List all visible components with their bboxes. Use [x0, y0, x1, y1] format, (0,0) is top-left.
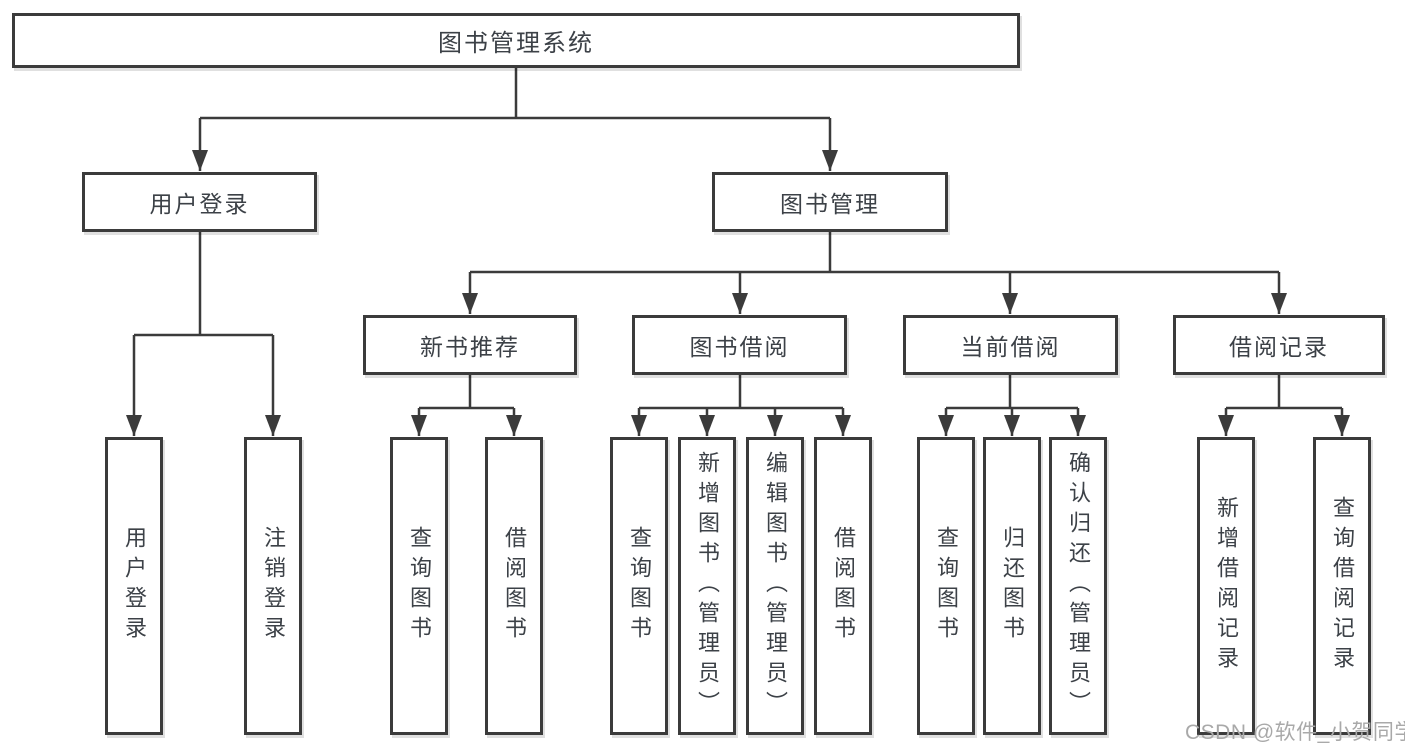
node-leaf-query-borrow-record: 查询借阅记录	[1313, 437, 1371, 735]
node-label: 查询图书	[407, 526, 432, 646]
node-label: 用户登录	[149, 191, 250, 217]
csdn-watermark: CSDN @软件_小贺同学	[1185, 721, 1405, 744]
node-label: 新增借阅记录	[1214, 496, 1239, 676]
node-label: 图书借阅	[689, 334, 790, 360]
node-label: 确认归还（管理员）	[1066, 451, 1091, 721]
node-label: 用户登录	[122, 526, 147, 646]
node-borrow-records: 借阅记录	[1173, 315, 1385, 375]
node-user-login: 用户登录	[82, 172, 317, 232]
node-label: 查询图书	[934, 526, 959, 646]
node-leaf-query-books-rec: 查询图书	[390, 437, 448, 735]
node-current-borrowing: 当前借阅	[903, 315, 1118, 375]
node-label: 新增图书（管理员）	[695, 451, 720, 721]
node-leaf-borrow-books-rec: 借阅图书	[485, 437, 543, 735]
node-label: 查询借阅记录	[1330, 496, 1355, 676]
node-leaf-query-books-borrow: 查询图书	[610, 437, 668, 735]
node-leaf-user-login: 用户登录	[105, 437, 163, 735]
node-label: 注销登录	[261, 526, 286, 646]
node-label: 图书管理	[780, 191, 880, 217]
node-label: 借阅图书	[831, 526, 856, 646]
node-label: 借阅图书	[502, 526, 527, 646]
node-label: 图书管理系统	[438, 30, 594, 57]
node-leaf-logout: 注销登录	[244, 437, 302, 735]
node-label: 归还图书	[1000, 526, 1025, 646]
node-leaf-query-books-current: 查询图书	[917, 437, 975, 735]
node-label: 编辑图书（管理员）	[763, 451, 788, 721]
node-leaf-add-borrow-record: 新增借阅记录	[1197, 437, 1255, 735]
node-leaf-return-books: 归还图书	[983, 437, 1041, 735]
node-label: 当前借阅	[960, 334, 1061, 360]
node-leaf-add-books-admin: 新增图书（管理员）	[678, 437, 736, 735]
node-leaf-edit-books-admin: 编辑图书（管理员）	[746, 437, 804, 735]
node-library-management-system: 图书管理系统	[12, 13, 1020, 68]
node-leaf-confirm-return-admin: 确认归还（管理员）	[1049, 437, 1107, 735]
node-label: 查询图书	[627, 526, 652, 646]
node-new-book-recommendation: 新书推荐	[363, 315, 577, 375]
node-label: 借阅记录	[1229, 334, 1329, 360]
node-leaf-borrow-books-borrow: 借阅图书	[814, 437, 872, 735]
node-book-management: 图书管理	[712, 172, 948, 232]
node-label: 新书推荐	[420, 334, 520, 360]
node-book-borrowing: 图书借阅	[632, 315, 847, 375]
